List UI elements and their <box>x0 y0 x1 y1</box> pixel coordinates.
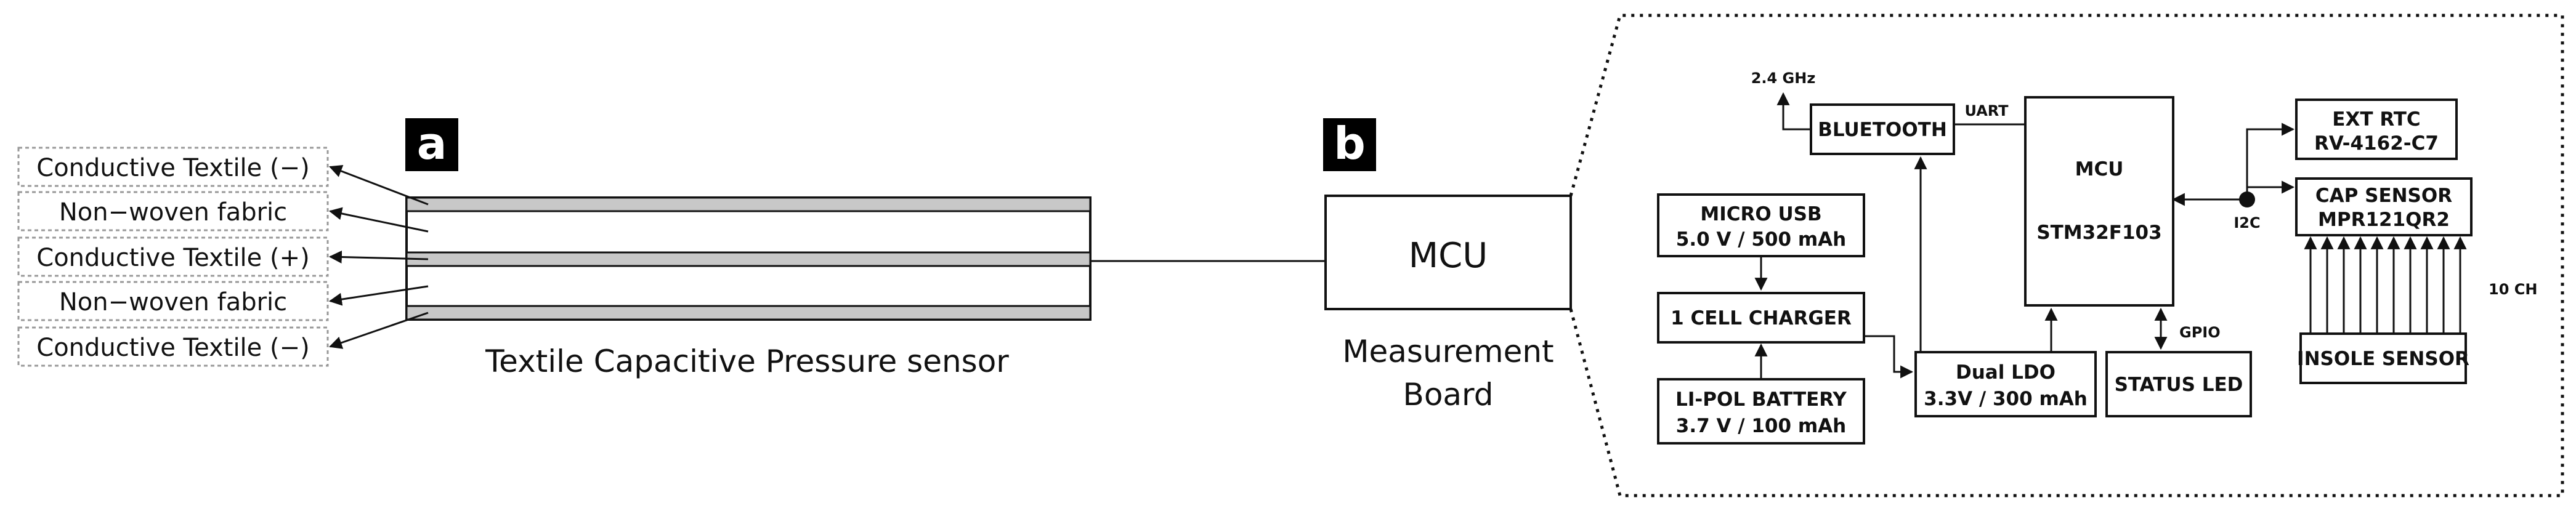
channel-count-label: 10 CH <box>2489 281 2537 298</box>
sensor-channel-arrows <box>2304 236 2467 334</box>
layer-label-box <box>17 236 329 277</box>
battery-line1: LI-POL BATTERY <box>1675 388 1847 411</box>
mcu-block-label: MCU <box>1409 236 1488 276</box>
zoom-callout-outline <box>1569 14 2564 497</box>
i2c-to-cap-sensor-line <box>2246 180 2295 199</box>
conductive-layer-bottom <box>405 305 1092 321</box>
pointer-arrow <box>328 207 429 233</box>
conductive-layer-top <box>405 196 1092 212</box>
layer-label-nonwoven-bottom: Non−woven fabric <box>59 288 287 316</box>
micro-usb-line2: 5.0 V / 500 mAh <box>1676 228 1846 251</box>
status-led-label: STATUS LED <box>2115 374 2243 396</box>
dual-ldo-line2: 3.3V / 300 mAh <box>1924 388 2088 410</box>
insole-sensor-label: INSOLE SENSOR <box>2297 348 2469 370</box>
bluetooth-block <box>1810 103 1955 155</box>
ext-rtc-line2: RV-4162-C7 <box>2314 132 2439 155</box>
mcu-block <box>1324 195 1572 310</box>
layer-label-conductive-pos: Conductive Textile (+) <box>36 244 309 272</box>
layer-label-box <box>17 191 329 231</box>
board-block-diagram: 2.4 GHz BLUETOOTH UART MCU STM32F103 I2C… <box>1657 70 2537 445</box>
sensor-caption: Textile Capacitive Pressure sensor <box>485 344 1009 379</box>
micro-usb-line1: MICRO USB <box>1700 203 1821 225</box>
panel-b-letter: b <box>1334 118 1366 169</box>
insole-sensor-block <box>2299 332 2467 384</box>
cap-sensor-line1: CAP SENSOR <box>2315 185 2452 207</box>
layer-label-box <box>17 147 329 187</box>
panel-b: b MCU Measurement Board <box>1323 14 2564 497</box>
antenna-frequency-label: 2.4 GHz <box>1751 70 1816 87</box>
charger-block <box>1657 292 1865 344</box>
cap-sensor-line2: MPR121QR2 <box>2318 209 2450 231</box>
layer-label-nonwoven-top: Non−woven fabric <box>59 198 287 227</box>
board-caption-line1: Measurement <box>1342 334 1553 369</box>
status-led-block <box>2105 351 2252 417</box>
battery-block <box>1657 378 1865 445</box>
charger-to-ldo-arrow <box>1864 335 1914 379</box>
sensor-stack <box>405 196 1092 321</box>
pointer-arrow <box>329 312 429 349</box>
board-caption-line2: Board <box>1403 377 1494 412</box>
ext-rtc-line1: EXT RTC <box>2332 108 2420 131</box>
i2c-to-rtc-line <box>2246 123 2295 199</box>
bluetooth-label: BLUETOOTH <box>1818 119 1947 141</box>
board-mcu-block <box>2024 96 2174 307</box>
panel-a-badge <box>405 118 458 171</box>
layer-label-list: Conductive Textile (−) Non−woven fabric … <box>17 147 329 367</box>
dual-ldo-block <box>1914 351 2097 417</box>
panel-a-letter: a <box>417 118 447 169</box>
i2c-label: I2C <box>2234 214 2260 231</box>
gpio-label: GPIO <box>2179 324 2221 341</box>
panel-b-badge <box>1323 118 1376 171</box>
battery-line2: 3.7 V / 100 mAh <box>1676 415 1846 437</box>
conductive-layer-middle <box>405 251 1092 267</box>
board-mcu-title: MCU <box>2075 158 2124 180</box>
uart-label: UART <box>1964 102 2009 119</box>
board-mcu-chip: STM32F103 <box>2036 222 2161 244</box>
antenna-arrow <box>1776 92 1811 131</box>
layer-label-conductive-neg-bottom: Conductive Textile (−) <box>36 334 309 362</box>
panel-a: a Conductive Textile (−) Non−woven fabri… <box>17 118 1326 379</box>
pointer-arrow <box>328 250 429 264</box>
pointer-arrow <box>329 164 429 206</box>
layer-label-box <box>17 326 329 367</box>
charger-label: 1 CELL CHARGER <box>1671 307 1852 329</box>
cap-sensor-block <box>2295 177 2473 236</box>
ext-rtc-block <box>2295 99 2458 160</box>
dual-ldo-line1: Dual LDO <box>1956 361 2056 384</box>
layer-pointer-arrows <box>328 164 429 349</box>
layer-label-conductive-neg-top: Conductive Textile (−) <box>36 154 309 182</box>
layer-label-box <box>17 281 329 321</box>
pointer-arrow <box>328 285 429 306</box>
